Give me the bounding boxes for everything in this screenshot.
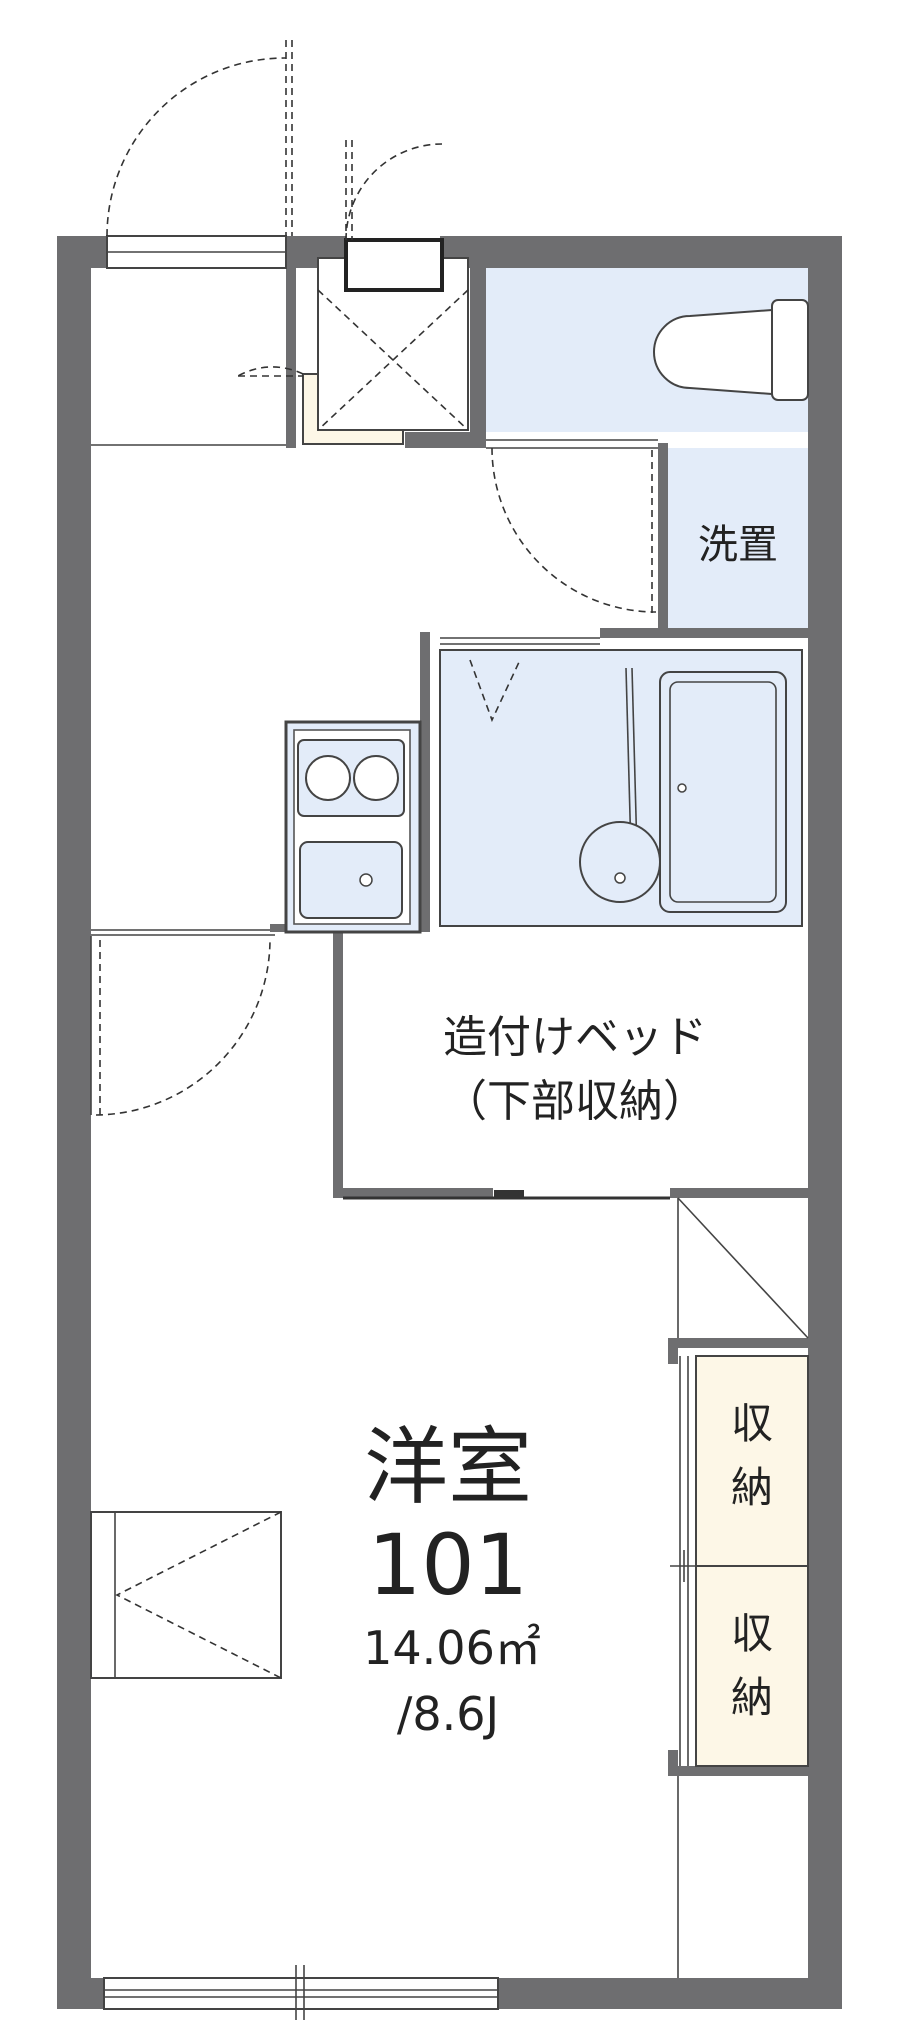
storage-bottom-label-2: 納 [731,1673,773,1722]
kitchenette [284,720,422,934]
wall-top-left [57,236,107,268]
wash-basin [579,821,661,903]
pipe-space [317,140,469,431]
wall-bottom-left [57,1978,104,2009]
interior-walls [270,236,810,1776]
built-in-bed: 造付けベッド （下部収納） [343,940,808,1200]
wall-storage-top [668,1338,810,1348]
exterior-walls [57,236,842,2009]
storage-top [695,1355,809,1567]
room-number: 101 [368,1516,528,1614]
wall-right [808,236,842,2009]
bathroom-door-swing [469,659,521,723]
wall-washroom-left [658,443,668,635]
bed-label-line2: （下部収納） [443,1076,707,1127]
storage-bottom-label-1: 収 [731,1609,773,1658]
sink [299,841,403,919]
wall-left [57,236,91,2009]
storage-top-label-2: 納 [731,1463,773,1512]
toilet-bowl [653,308,773,396]
storage-top-label-1: 収 [731,1399,773,1448]
toilet-tank [771,299,809,401]
tub-drain [677,783,687,793]
wall-bed-left [333,930,343,1198]
wall-storage-bottom [668,1766,810,1776]
toilet-room [486,268,809,616]
room-area: 14.06㎡ [363,1621,541,1675]
room-door [90,936,271,1116]
bottom-window [103,1965,499,2020]
wall-washroom-bottom [600,628,810,638]
washroom-floor [668,448,808,628]
main-room: 洋室 101 14.06㎡ /8.6J [363,1418,541,1741]
room-name: 洋室 [364,1418,532,1516]
pipe-space-hatch [344,238,444,292]
bathroom [430,637,808,932]
bathtub [659,671,787,913]
bed-label-line1: 造付けベッド [443,1012,707,1063]
wall-toilet-bottom [405,432,486,448]
wall-bottom-right [498,1978,842,2009]
wall-bed-bottom-right [670,1188,810,1198]
room-tatami: /8.6J [397,1687,499,1741]
outline-lines [91,444,809,1978]
wall-storage-left [668,1338,678,1364]
storage-closets: 収 納 収 納 [670,1355,809,1767]
wall-bath-left [420,632,430,932]
wall-toilet-left [470,236,486,448]
wall-top-right [440,236,842,268]
wall-storage-left-b [668,1750,678,1776]
wall-bed-bottom [333,1188,493,1198]
washroom-label: 洗置 [698,522,778,568]
burner-left [305,755,351,801]
left-window-unit [90,1511,282,1679]
toilet-door-swing [491,447,657,613]
washroom: 洗置 [668,448,808,628]
entry-door-swing [106,57,287,237]
storage-bottom [695,1565,809,1767]
room-door-swing [95,939,271,1116]
wall-entry-right [286,236,296,448]
burner-right [353,755,399,801]
